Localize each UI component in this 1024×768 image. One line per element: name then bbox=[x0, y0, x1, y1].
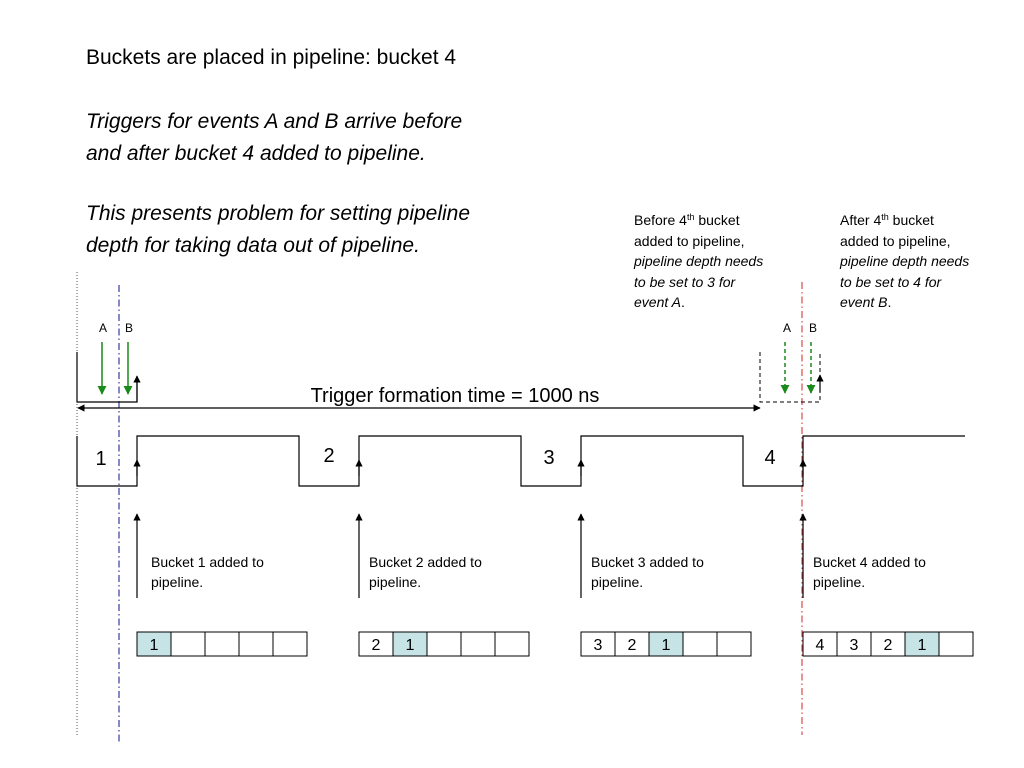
paragraph-problem-line-1: This presents problem for setting pipeli… bbox=[86, 202, 471, 225]
pipeline-4-cell-5 bbox=[938, 631, 974, 657]
pipeline-2-cell-2-label: 1 bbox=[406, 637, 415, 654]
paragraph-problem-line-2: depth for taking data out of pipeline. bbox=[86, 234, 420, 257]
bucket-number-3: 3 bbox=[543, 447, 554, 469]
note-before-line1-post: bucket bbox=[694, 212, 740, 228]
pipeline-2-cell-5 bbox=[494, 631, 530, 657]
pipeline-2-cell-4 bbox=[460, 631, 496, 657]
note-after-italic-1: pipeline depth needs bbox=[840, 253, 970, 269]
note-before-italic-3: event A bbox=[634, 294, 681, 310]
pipeline-4-cell-1-label: 4 bbox=[816, 637, 825, 654]
bucket-number-2: 2 bbox=[323, 445, 334, 467]
note-before-line1-pre: Before 4 bbox=[634, 212, 687, 228]
slide-title: Buckets are placed in pipeline: bucket 4 bbox=[86, 46, 457, 69]
bucket-added-label-2-line-2: pipeline. bbox=[369, 574, 421, 590]
pipeline-4-cell-2 bbox=[836, 631, 872, 657]
bucket-waveform bbox=[76, 435, 965, 487]
pipeline-4-cell-4-label: 1 bbox=[918, 637, 927, 654]
bucket-added-label-4: Bucket 4 added to pipeline. bbox=[813, 554, 930, 590]
note-before-line2: added to pipeline, bbox=[634, 232, 745, 249]
bucket-added-label-1-line-2: pipeline. bbox=[151, 574, 203, 590]
bucket-added-label-1-line-1: Bucket 1 added to bbox=[151, 554, 264, 570]
paragraph-problem: This presents problem for setting pipeli… bbox=[86, 198, 586, 262]
note-before-end: . bbox=[680, 294, 685, 310]
bucket-added-label-4-line-2: pipeline. bbox=[813, 574, 865, 590]
bucket-added-label-3: Bucket 3 added to pipeline. bbox=[591, 554, 708, 590]
note-after-bucket-4: After 4th bucket added to pipeline, pipe… bbox=[840, 210, 1015, 313]
pipeline-3-cell-1-label: 3 bbox=[594, 637, 603, 654]
pipeline-3-cell-1 bbox=[580, 631, 616, 657]
bucket-added-label-3-line-2: pipeline. bbox=[591, 574, 643, 590]
pipeline-4-cell-2-label: 3 bbox=[850, 637, 859, 654]
pipeline-1-cell-4 bbox=[238, 631, 274, 657]
pipeline-2-cell-3 bbox=[426, 631, 462, 657]
note-after-line1-post: bucket bbox=[888, 212, 934, 228]
pipeline-1-cell-5 bbox=[272, 631, 308, 657]
pipeline-1-cell-1 bbox=[136, 631, 172, 657]
note-before-sup: th bbox=[686, 212, 695, 222]
pipeline-3-cell-2-label: 2 bbox=[628, 637, 637, 654]
trigger-formation-label: Trigger formation time = 1000 ns bbox=[311, 385, 600, 407]
note-before-bucket-4: Before 4th bucket added to pipeline, pip… bbox=[634, 210, 809, 313]
pipeline-2-cell-1-label: 2 bbox=[372, 637, 381, 654]
pipeline-1: 1 bbox=[136, 631, 308, 657]
pipeline-3-cell-5 bbox=[716, 631, 752, 657]
bucket-number-1: 1 bbox=[95, 448, 106, 470]
note-after-line1-pre: After 4 bbox=[840, 212, 882, 228]
paragraph-events-line-1: Triggers for events A and B arrive befor… bbox=[86, 110, 463, 133]
event-b-label-left: B bbox=[125, 321, 133, 335]
pipeline-3: 3 2 1 bbox=[580, 631, 752, 657]
pipeline-4-cell-3 bbox=[870, 631, 906, 657]
pipeline-3-cell-4 bbox=[682, 631, 718, 657]
event-a-label-right: A bbox=[783, 321, 791, 335]
bucket-added-label-2: Bucket 2 added to pipeline. bbox=[369, 554, 486, 590]
pipeline-3-cell-3 bbox=[648, 631, 684, 657]
paragraph-events: Triggers for events A and B arrive befor… bbox=[86, 106, 586, 170]
bucket-added-label-1: Bucket 1 added to pipeline. bbox=[151, 554, 268, 590]
note-after-italic-2: to be set to 4 for bbox=[840, 273, 942, 290]
pipeline-1-cell-2 bbox=[170, 631, 206, 657]
bucket-added-label-4-line-1: Bucket 4 added to bbox=[813, 554, 926, 570]
pipeline-1-cell-1-label: 1 bbox=[150, 637, 159, 654]
paragraph-events-line-2: and after bucket 4 added to pipeline. bbox=[86, 142, 426, 165]
note-after-line2: added to pipeline, bbox=[840, 232, 951, 249]
note-after-end: . bbox=[887, 294, 892, 310]
note-after-sup: th bbox=[881, 212, 889, 222]
note-before-italic-1: pipeline depth needs bbox=[634, 253, 764, 269]
note-after-italic-3: event B bbox=[840, 294, 888, 310]
pipeline-2-cell-1 bbox=[358, 631, 394, 657]
pipeline-4-cell-1 bbox=[802, 631, 838, 657]
bucket-added-label-3-line-1: Bucket 3 added to bbox=[591, 554, 704, 570]
bucket-added-label-2-line-1: Bucket 2 added to bbox=[369, 554, 482, 570]
note-before-italic-2: to be set to 3 for bbox=[634, 273, 736, 290]
event-a-label-left: A bbox=[99, 321, 107, 335]
event-b-label-right: B bbox=[809, 321, 817, 335]
pipeline-1-cell-3 bbox=[204, 631, 240, 657]
bucket-number-4: 4 bbox=[764, 447, 775, 469]
pipeline-4-cell-3-label: 2 bbox=[884, 637, 893, 654]
pipeline-4: 4 3 2 1 bbox=[802, 631, 974, 657]
pipeline-3-cell-3-label: 1 bbox=[662, 637, 671, 654]
